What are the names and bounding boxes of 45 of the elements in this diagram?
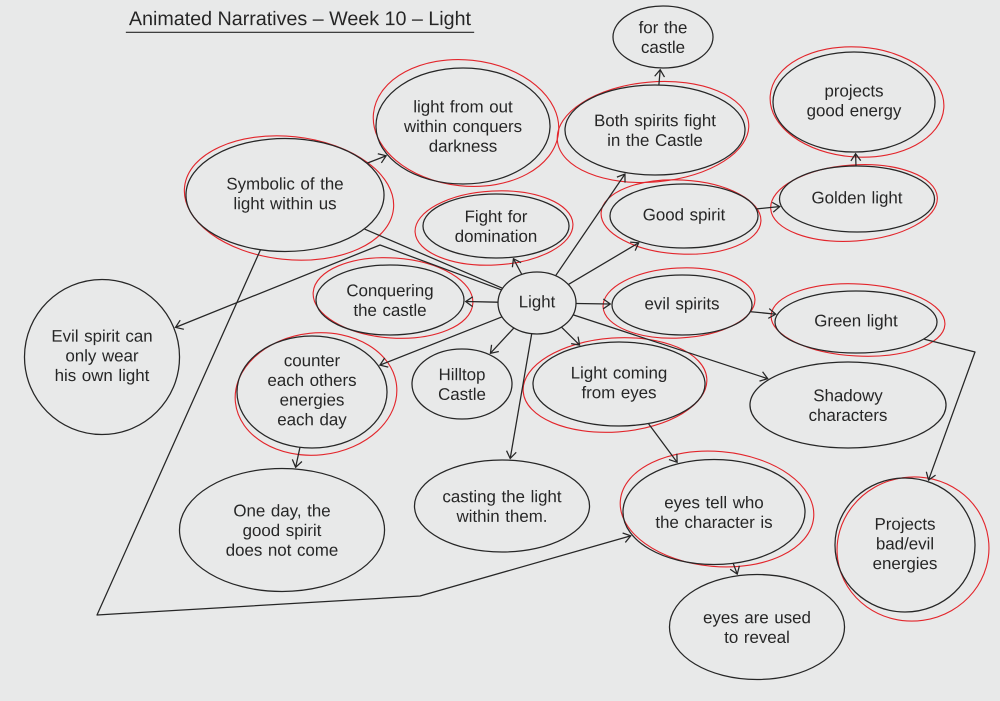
arrow [561, 326, 580, 346]
idea-bubble: Good spirit [609, 183, 759, 249]
arrow [576, 298, 612, 310]
arrow [730, 563, 740, 576]
idea-bubble: Hilltop Castle [411, 348, 513, 420]
arrow [756, 202, 781, 213]
idea-bubble: eyes tell who the character is [622, 458, 806, 566]
central-bubble: Light [497, 271, 577, 335]
arrow [654, 68, 666, 86]
arrow [850, 152, 862, 166]
idea-bubble: Both spirits fight in the Castle [564, 84, 746, 176]
arrow [366, 153, 388, 164]
idea-bubble: Symbolic of the light within us [185, 138, 385, 252]
idea-bubble: One day, the good spirit does not come [178, 468, 386, 592]
idea-bubble: Fight for domination [422, 193, 570, 259]
arrow [555, 173, 626, 276]
arrow [464, 296, 498, 308]
arrow [378, 316, 502, 368]
idea-bubble: Shadowy characters [749, 361, 947, 449]
idea-bubble: Light coming from eyes [532, 341, 706, 427]
idea-bubble: for the castle [612, 5, 714, 69]
idea-bubble: eyes are used to reveal [668, 574, 846, 680]
idea-bubble: projects good energy [772, 51, 936, 153]
arrow [924, 338, 976, 482]
connector-line [364, 228, 503, 289]
idea-bubble: Projects bad/evil energies [834, 477, 976, 613]
idea-bubble: Golden light [778, 165, 936, 233]
arrow [96, 250, 632, 616]
arrow [648, 423, 678, 464]
idea-bubble: counter each others energies each day [236, 335, 388, 449]
arrow [568, 242, 640, 285]
arrow [490, 328, 514, 354]
arrow [573, 314, 769, 382]
idea-bubble: light from out within conquers darkness [375, 67, 551, 185]
idea-bubble: casting the light within them. [414, 459, 590, 553]
page-title: Animated Narratives – Week 10 – Light [126, 10, 474, 33]
idea-bubble: Conquering the castle [315, 264, 465, 336]
idea-bubble: Green light [774, 290, 938, 354]
arrow [750, 308, 777, 319]
idea-bubble: evil spirits [611, 274, 753, 336]
arrow [506, 334, 532, 460]
arrow [292, 447, 302, 468]
arrow [512, 258, 522, 274]
idea-bubble: Evil spirit can only wear his own light [24, 278, 180, 436]
arrow [174, 244, 502, 330]
